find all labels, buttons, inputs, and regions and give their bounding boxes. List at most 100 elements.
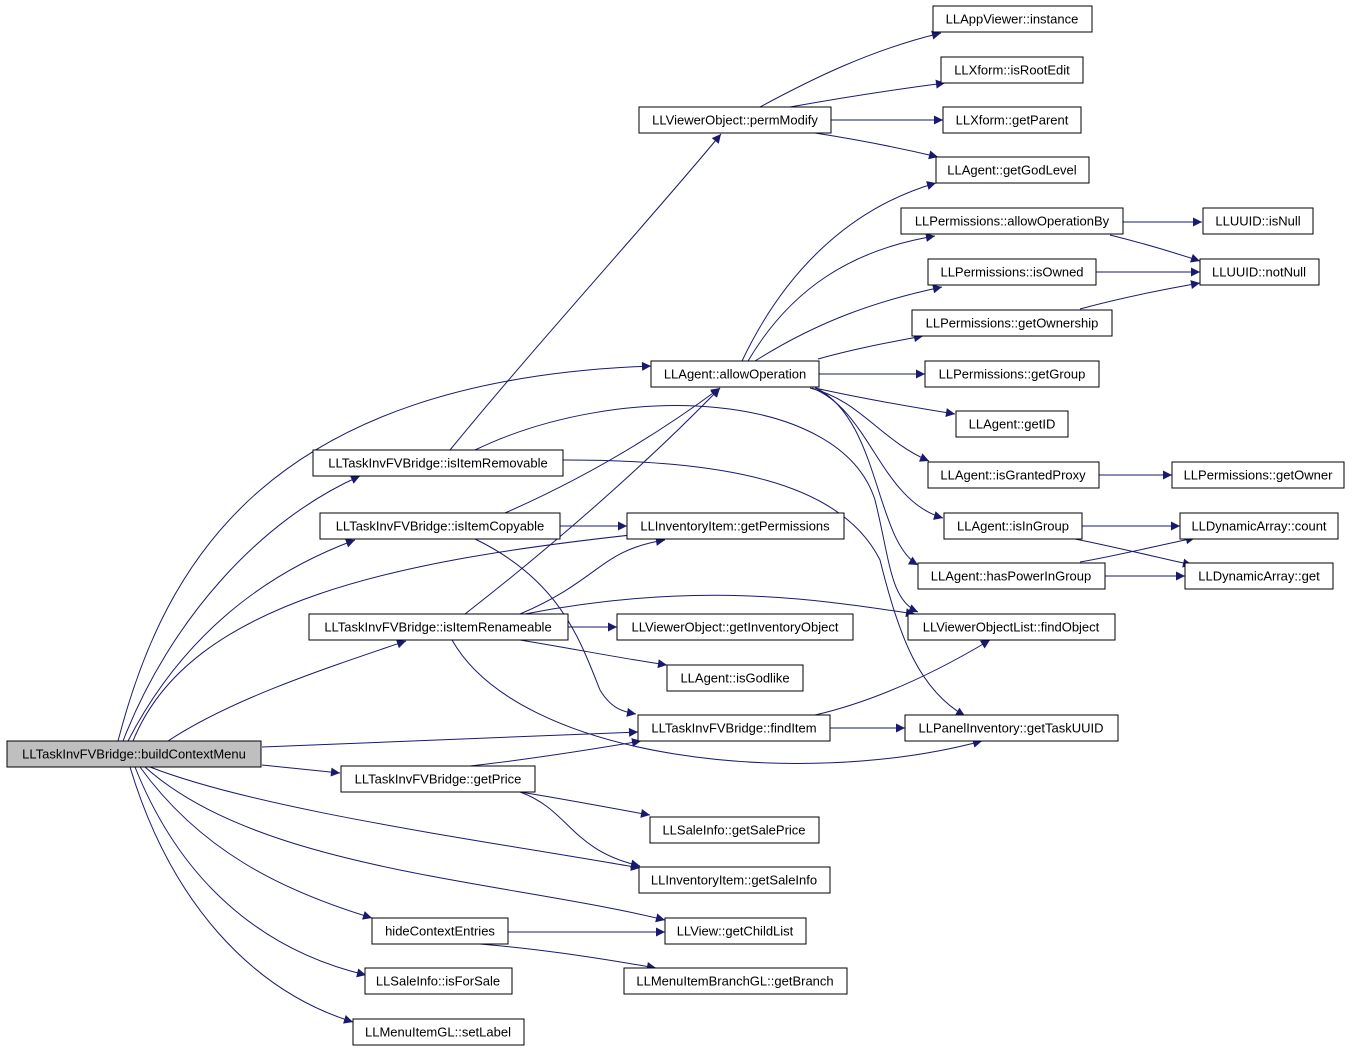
node-label: LLTaskInvFVBridge::isItemRemovable xyxy=(328,456,547,471)
edge-renameable-allowop xyxy=(464,387,721,615)
node-uuid-notnull[interactable]: LLUUID::notNull xyxy=(1199,258,1320,286)
node-dynamicarray-count[interactable]: LLDynamicArray::count xyxy=(1179,512,1339,540)
edge-allowopby-notnull xyxy=(1109,234,1201,263)
node-label: LLSaleInfo::getSalePrice xyxy=(662,823,805,838)
node-label: LLInventoryItem::getPermissions xyxy=(640,519,830,534)
edge-allowop-getownership xyxy=(817,333,924,360)
edge-build-isitemcopyable xyxy=(127,538,356,742)
node-label: LLXform::isRootEdit xyxy=(954,63,1070,78)
nodes: LLTaskInvFVBridge::buildContextMenu LLAp… xyxy=(6,5,1345,1046)
edge-copyable-allowop xyxy=(504,387,721,514)
node-inventoryitem-getsaleinfo[interactable]: LLInventoryItem::getSaleInfo xyxy=(638,866,831,894)
node-label: LLAgent::hasPowerInGroup xyxy=(931,569,1091,584)
node-hidecontextentries[interactable]: hideContextEntries xyxy=(371,917,509,945)
edge-build-isitemrenameable xyxy=(167,639,407,742)
edge-removable-gettaskuuid xyxy=(562,459,966,717)
node-viewerobjectlist-findobject[interactable]: LLViewerObjectList::findObject xyxy=(907,613,1116,641)
node-inventoryitem-getpermissions[interactable]: LLInventoryItem::getPermissions xyxy=(626,512,845,540)
node-permissions-getownership[interactable]: LLPermissions::getOwnership xyxy=(911,309,1113,337)
node-saleinfo-isforsale[interactable]: LLSaleInfo::isForSale xyxy=(364,967,513,995)
node-label: LLTaskInvFVBridge::isItemCopyable xyxy=(336,519,545,534)
node-label: LLPermissions::getGroup xyxy=(939,367,1086,382)
edge-build-finditem xyxy=(261,727,639,748)
edge-renameable-gettaskuuid xyxy=(451,639,983,764)
node-taskinv-getprice[interactable]: LLTaskInvFVBridge::getPrice xyxy=(340,765,536,793)
edge-finditem-findobject xyxy=(814,639,991,716)
edge-getprice-getsaleinfo xyxy=(519,791,641,869)
node-agent-getid[interactable]: LLAgent::getID xyxy=(955,410,1069,438)
node-label: LLXform::getParent xyxy=(956,113,1069,128)
node-menuitemgl-setlabel[interactable]: LLMenuItemGL::setLabel xyxy=(352,1018,525,1046)
node-dynamicarray-get[interactable]: LLDynamicArray::get xyxy=(1184,562,1334,590)
node-label: LLTaskInvFVBridge::findItem xyxy=(651,721,816,736)
node-uuid-isnull[interactable]: LLUUID::isNull xyxy=(1202,207,1314,235)
node-permissions-getowner[interactable]: LLPermissions::getOwner xyxy=(1171,461,1345,489)
node-panelinventory-gettaskuuid[interactable]: LLPanelInventory::getTaskUUID xyxy=(904,714,1119,742)
node-permissions-isowned[interactable]: LLPermissions::isOwned xyxy=(927,258,1097,286)
node-agent-isgrantedproxy[interactable]: LLAgent::isGrantedProxy xyxy=(927,461,1100,489)
node-taskinv-isitemremovable[interactable]: LLTaskInvFVBridge::isItemRemovable xyxy=(312,449,564,477)
node-label: LLSaleInfo::isForSale xyxy=(376,974,500,989)
node-menuitembranchgl-getbranch[interactable]: LLMenuItemBranchGL::getBranch xyxy=(623,967,848,995)
node-label: LLPermissions::getOwner xyxy=(1184,468,1334,483)
node-label: LLDynamicArray::get xyxy=(1198,569,1320,584)
edge-build-setlabel xyxy=(129,766,354,1024)
node-label: LLUUID::notNull xyxy=(1212,265,1306,280)
edge-allowop-haspowerningroup xyxy=(815,387,919,566)
edge-allowop-isgrantedproxy xyxy=(809,387,930,462)
node-label: LLMenuItemGL::setLabel xyxy=(365,1025,511,1040)
edge-allowop-isowned xyxy=(754,284,943,362)
node-label: LLAgent::isGrantedProxy xyxy=(940,468,1086,483)
edge-permmodify-getgodlevel xyxy=(814,132,939,160)
node-agent-isgodlike[interactable]: LLAgent::isGodlike xyxy=(666,664,804,692)
node-label: LLViewerObjectList::findObject xyxy=(923,620,1100,635)
node-appviewer-instance[interactable]: LLAppViewer::instance xyxy=(932,5,1093,33)
node-agent-getgodlevel[interactable]: LLAgent::getGodLevel xyxy=(935,156,1090,184)
edge-haspower-count xyxy=(1079,535,1196,563)
node-taskinv-isitemrenameable[interactable]: LLTaskInvFVBridge::isItemRenameable xyxy=(308,613,569,641)
edge-build-getpermissions xyxy=(132,530,641,742)
node-viewerobject-permmodify[interactable]: LLViewerObject::permModify xyxy=(638,106,832,134)
node-label: LLInventoryItem::getSaleInfo xyxy=(651,873,817,888)
node-label: LLTaskInvFVBridge::buildContextMenu xyxy=(22,747,246,762)
node-viewerobject-getinventoryobject[interactable]: LLViewerObject::getInventoryObject xyxy=(616,613,854,641)
edge-permmodify-appinstance xyxy=(759,30,942,108)
edge-getownership-notnull xyxy=(1079,280,1201,310)
edge-copyable-finditem xyxy=(474,538,637,717)
edge-isingroup-get xyxy=(1074,538,1193,568)
node-label: LLUUID::isNull xyxy=(1215,214,1300,229)
node-taskinv-isitemcopyable[interactable]: LLTaskInvFVBridge::isItemCopyable xyxy=(319,512,561,540)
node-permissions-getgroup[interactable]: LLPermissions::getGroup xyxy=(924,360,1100,388)
node-label: LLMenuItemBranchGL::getBranch xyxy=(636,974,833,989)
node-buildcontextmenu[interactable]: LLTaskInvFVBridge::buildContextMenu xyxy=(6,740,262,768)
edge-renameable-getpermissions xyxy=(519,536,666,615)
edge-allowop-getgodlevel xyxy=(741,181,937,362)
edge-renameable-isgodlike xyxy=(519,639,668,669)
edge-getprice-finditem xyxy=(469,738,642,767)
node-agent-haspowerningroup[interactable]: LLAgent::hasPowerInGroup xyxy=(917,562,1106,590)
node-taskinv-finditem[interactable]: LLTaskInvFVBridge::findItem xyxy=(637,714,831,742)
edge-build-isforsale xyxy=(134,766,367,978)
node-agent-allowoperation[interactable]: LLAgent::allowOperation xyxy=(650,360,820,388)
node-label: LLAgent::getGodLevel xyxy=(947,163,1076,178)
edge-removable-permmodify xyxy=(449,133,722,451)
edge-build-getchildlist xyxy=(144,766,666,923)
node-xform-getparent[interactable]: LLXform::getParent xyxy=(942,106,1082,134)
node-agent-isingroup[interactable]: LLAgent::isInGroup xyxy=(943,512,1083,540)
node-view-getchildlist[interactable]: LLView::getChildList xyxy=(664,917,807,945)
node-xform-isrootedit[interactable]: LLXform::isRootEdit xyxy=(940,56,1084,84)
edge-allowop-getid xyxy=(814,387,956,418)
edge-build-getsaleinfo xyxy=(149,766,641,871)
node-label: LLPermissions::allowOperationBy xyxy=(915,214,1110,229)
node-label: LLAppViewer::instance xyxy=(946,12,1079,27)
node-label: LLViewerObject::getInventoryObject xyxy=(632,620,839,635)
node-saleinfo-getsaleprice[interactable]: LLSaleInfo::getSalePrice xyxy=(649,816,820,844)
edge-build-allowoperation xyxy=(117,361,652,742)
edge-build-isitemremovable xyxy=(122,475,361,742)
node-permissions-allowoperationby[interactable]: LLPermissions::allowOperationBy xyxy=(900,207,1124,235)
node-label: LLViewerObject::permModify xyxy=(652,113,818,128)
node-label: LLAgent::getID xyxy=(969,417,1056,432)
edge-permmodify-isrootedit xyxy=(789,79,946,108)
edge-getprice-getsaleprice xyxy=(519,791,651,818)
edge-renameable-findobject xyxy=(524,594,916,618)
